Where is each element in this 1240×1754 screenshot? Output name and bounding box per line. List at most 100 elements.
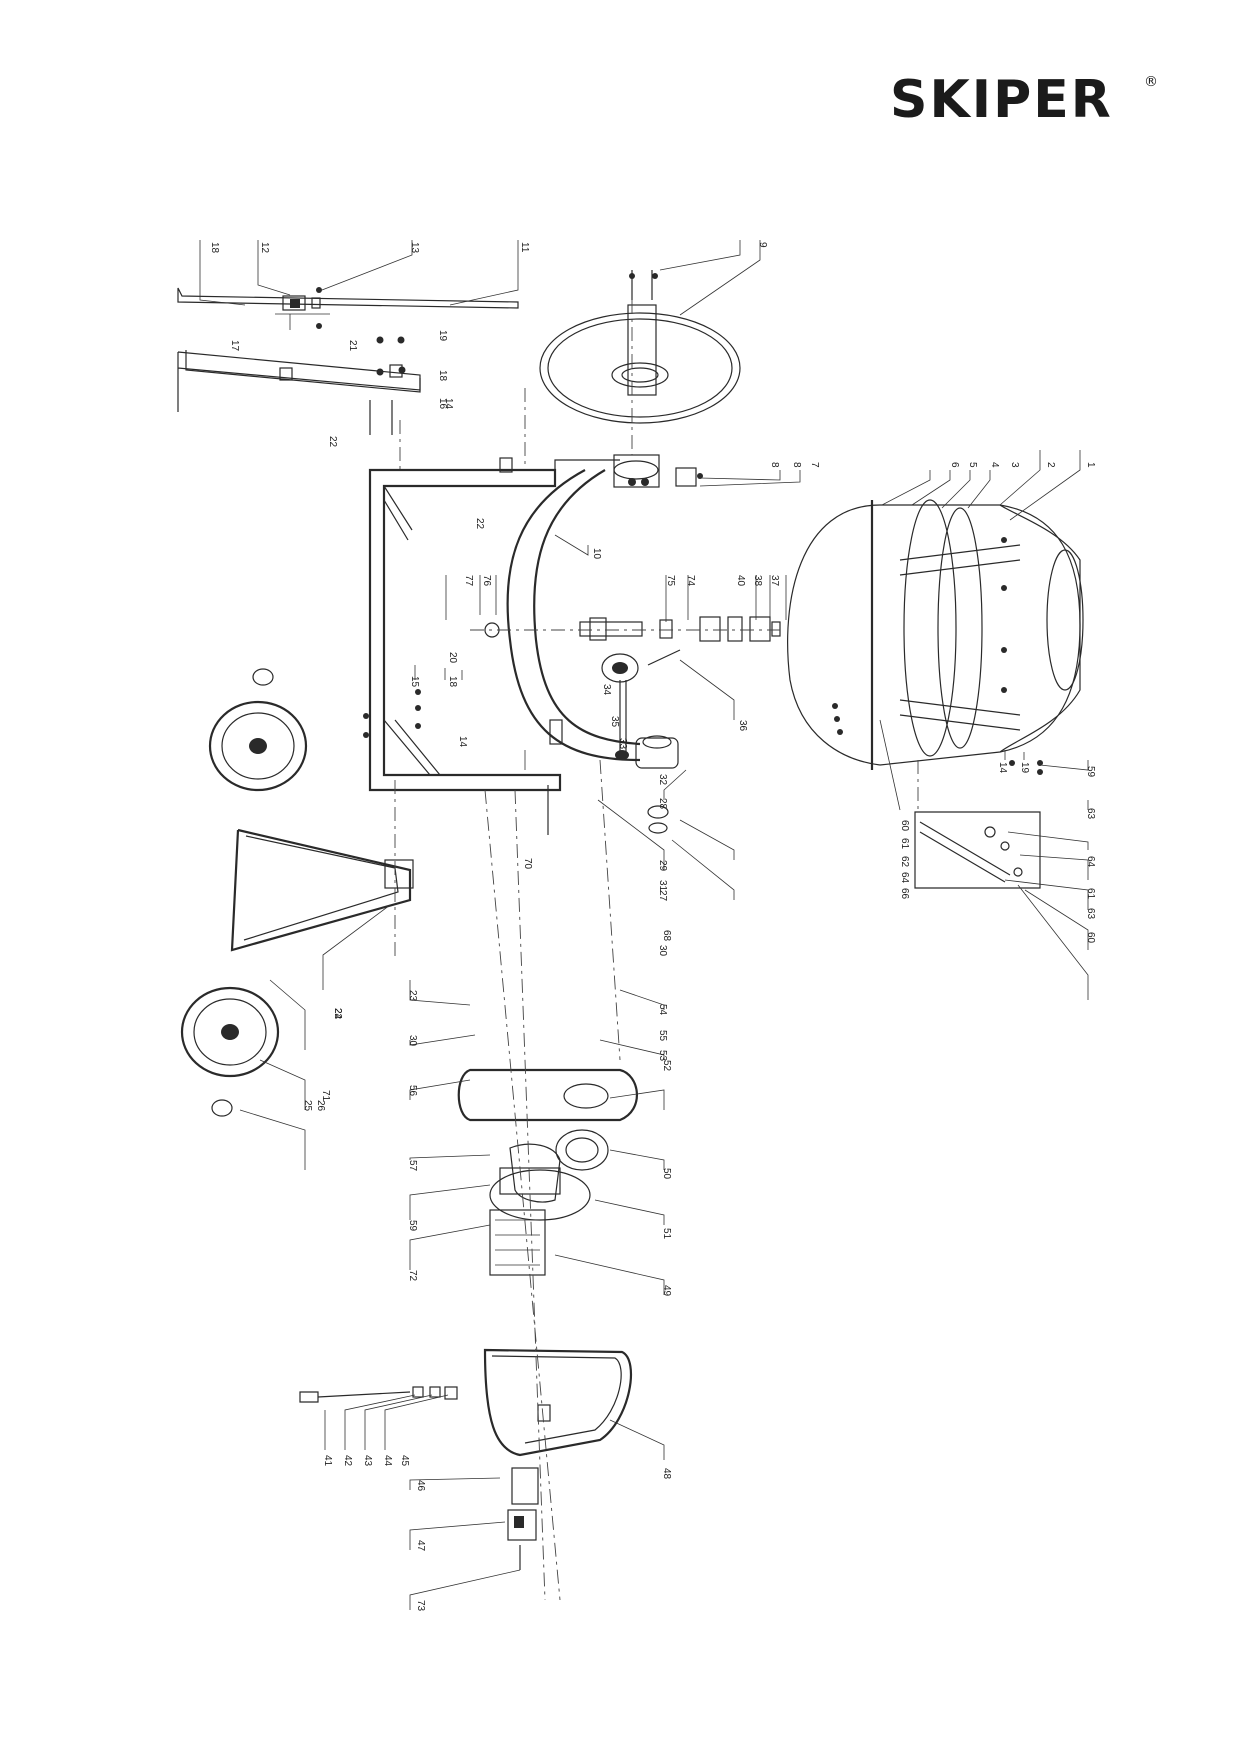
- detail-inset: [914, 811, 1041, 889]
- callout-62: 62: [899, 856, 910, 868]
- callout-14: 14: [443, 398, 454, 410]
- callout-76: 76: [481, 575, 492, 587]
- callout-22: 22: [327, 436, 338, 448]
- callout-60: 60: [899, 820, 910, 832]
- callout-46: 46: [415, 1480, 426, 1492]
- callout-61: 61: [899, 838, 910, 850]
- callout-64: 64: [1085, 856, 1096, 868]
- assembly-lines: [394, 300, 919, 1601]
- mixing-drum: [787, 499, 1084, 775]
- callout-12: 12: [259, 242, 270, 254]
- callout-8: 8: [791, 462, 802, 468]
- callout-43: 43: [362, 1455, 373, 1467]
- motor-assembly: [457, 1068, 638, 1276]
- callout-11: 11: [519, 242, 530, 253]
- callout-35: 35: [609, 716, 620, 728]
- callout-37: 37: [769, 575, 780, 587]
- callout-74: 74: [685, 575, 696, 587]
- callout-70: 70: [522, 858, 533, 870]
- callout-22: 22: [332, 1008, 343, 1020]
- callout-49: 49: [661, 1285, 672, 1297]
- callout-77: 77: [463, 575, 474, 587]
- motor-housing: [299, 1348, 633, 1570]
- callout-56: 56: [407, 1085, 418, 1097]
- callout-17: 17: [229, 340, 240, 352]
- callout-73: 73: [415, 1600, 426, 1612]
- callout-53: 53: [657, 1050, 668, 1062]
- callout-63: 63: [1085, 908, 1096, 920]
- callout-18: 18: [437, 370, 448, 382]
- callout-36: 36: [737, 720, 748, 732]
- callout-33: 33: [617, 738, 628, 750]
- callout-16: 16: [437, 398, 448, 410]
- hand-wheel: [539, 270, 741, 424]
- callout-28: 28: [657, 798, 668, 810]
- brand-logo: SKIPER ®: [890, 70, 1180, 140]
- callout-23: 23: [407, 990, 418, 1002]
- callout-29: 29: [657, 860, 668, 872]
- handle-assembly: [177, 287, 519, 435]
- callout-30: 30: [657, 945, 668, 957]
- callout-14: 14: [997, 762, 1008, 774]
- callout-15: 15: [409, 676, 420, 688]
- callout-5: 5: [967, 462, 978, 468]
- callout-7: 7: [809, 462, 820, 468]
- callout-71: 71: [320, 1090, 331, 1102]
- main-frame: [363, 454, 703, 835]
- callout-68: 68: [661, 930, 672, 942]
- wheel-upper: [208, 668, 308, 792]
- callout-34: 34: [601, 684, 612, 696]
- callout-13: 13: [409, 242, 420, 254]
- callout-44: 44: [382, 1455, 393, 1467]
- callout-22: 22: [474, 518, 485, 530]
- callout-14: 14: [457, 736, 468, 748]
- callout-72: 72: [407, 1270, 418, 1282]
- callout-41: 41: [322, 1455, 333, 1467]
- callout-54: 54: [657, 1004, 668, 1016]
- callout-19: 19: [437, 330, 448, 342]
- callout-24: 24: [332, 1008, 343, 1020]
- pinion-shaft: [484, 616, 781, 834]
- callout-1: 1: [1085, 462, 1096, 468]
- callout-18: 18: [209, 242, 220, 254]
- callout-9: 9: [757, 242, 768, 248]
- callout-3: 3: [1009, 462, 1020, 468]
- callout-50: 50: [661, 1168, 672, 1180]
- callout-40: 40: [735, 575, 746, 587]
- callout-61: 61: [1085, 888, 1096, 900]
- callout-27: 27: [657, 890, 668, 902]
- callout-45: 45: [399, 1455, 410, 1467]
- callout-48: 48: [661, 1468, 672, 1480]
- callout-63: 63: [1085, 808, 1096, 820]
- axle-stand: [230, 828, 414, 952]
- callout-52: 52: [661, 1060, 672, 1072]
- callout-38: 38: [752, 575, 763, 587]
- callout-64: 64: [899, 872, 910, 884]
- callout-18: 18: [447, 676, 458, 688]
- callout-8: 8: [769, 462, 780, 468]
- callout-66: 66: [899, 888, 910, 900]
- callout-26: 26: [315, 1100, 326, 1112]
- callout-59: 59: [407, 1220, 418, 1232]
- callout-6: 6: [949, 462, 960, 468]
- callout-55: 55: [657, 1030, 668, 1042]
- callout-47: 47: [415, 1540, 426, 1552]
- callout-32: 32: [657, 774, 668, 786]
- callout-25: 25: [302, 1100, 313, 1112]
- leader-lines: [199, 240, 1089, 1610]
- registered-mark: ®: [1144, 74, 1158, 90]
- callout-31: 31: [657, 880, 668, 892]
- callout-60: 60: [1085, 932, 1096, 944]
- brand-name: SKIPER: [890, 70, 1113, 130]
- callout-75: 75: [665, 575, 676, 587]
- callout-4: 4: [989, 462, 1000, 468]
- callout-21: 21: [347, 340, 358, 352]
- callout-57: 57: [407, 1160, 418, 1172]
- callout-42: 42: [342, 1455, 353, 1467]
- callout-59: 59: [1085, 766, 1096, 778]
- callout-20: 20: [447, 652, 458, 664]
- callout-30: 30: [407, 1035, 418, 1047]
